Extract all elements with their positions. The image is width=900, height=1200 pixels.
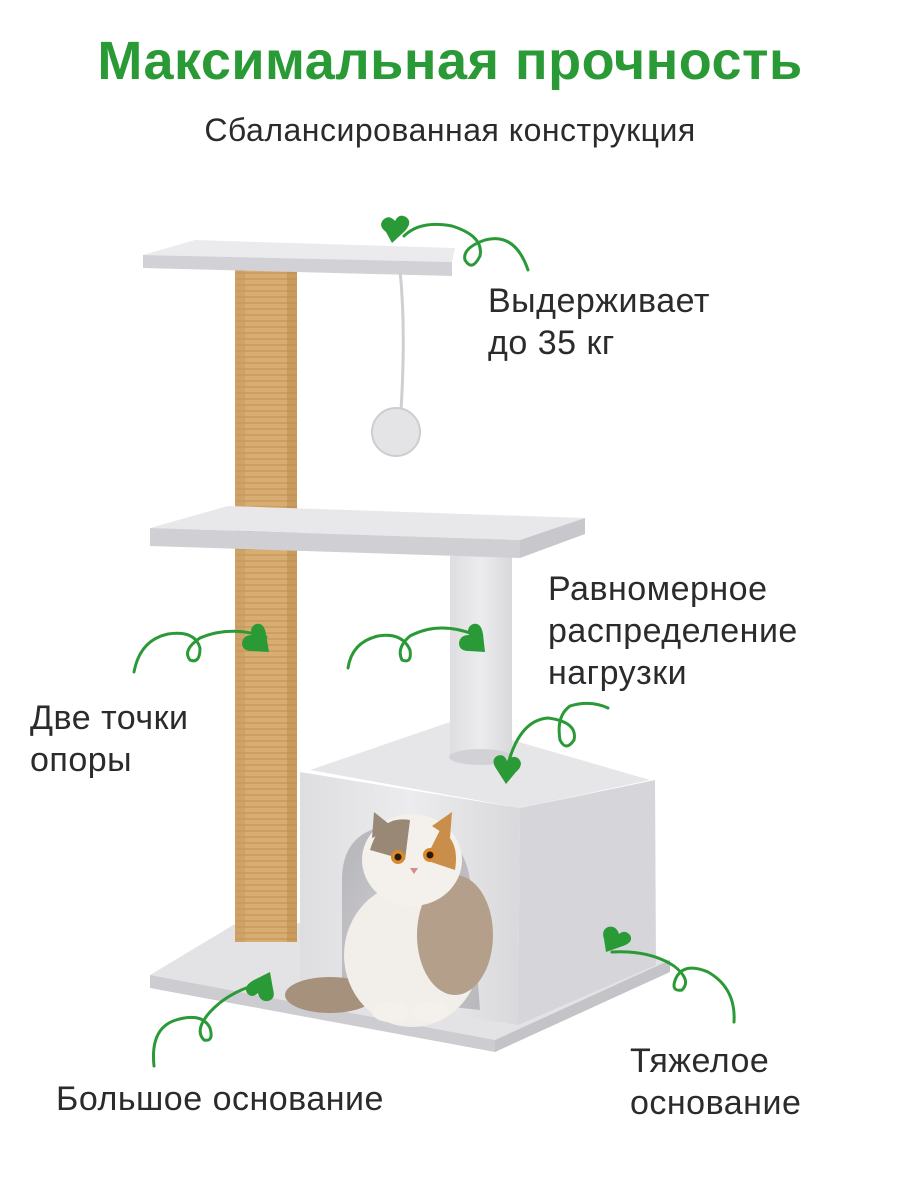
- callout-line: до 35 кг: [488, 324, 615, 362]
- callout-line: распределение: [548, 612, 798, 650]
- toy-string: [398, 269, 405, 411]
- callout-line: опоры: [30, 741, 133, 779]
- cat-photo: [285, 812, 493, 1027]
- heart-arrow-icon: [242, 215, 632, 1002]
- callout-two-supports: Две точки опоры: [30, 697, 189, 781]
- callout-heavy-base: Тяжелое основание: [630, 1040, 801, 1124]
- page-title: Максимальная прочность: [97, 31, 803, 91]
- callout-line: основание: [630, 1084, 802, 1122]
- plush-post: [450, 556, 512, 756]
- callout-top-load: Выдерживает до 35 кг: [488, 280, 710, 364]
- callout-line: Тяжелое: [630, 1042, 770, 1080]
- callout-line: Две точки: [30, 699, 189, 737]
- callout-line: нагрузки: [548, 654, 688, 692]
- callout-line: Выдерживает: [488, 282, 710, 320]
- callout-large-base: Большое основание: [56, 1078, 384, 1120]
- callout-line: Равномерное: [548, 570, 768, 608]
- page-subtitle: Сбалансированная конструкция: [204, 112, 696, 148]
- pompom-toy: [371, 407, 421, 457]
- top-platform: [143, 240, 455, 276]
- middle-platform: [150, 506, 585, 558]
- callout-line: Большое основание: [56, 1080, 384, 1118]
- arrow-annotations: [132, 222, 736, 1068]
- sisal-post: [235, 270, 297, 942]
- callout-even-distribution: Равномерное распределение нагрузки: [548, 568, 798, 694]
